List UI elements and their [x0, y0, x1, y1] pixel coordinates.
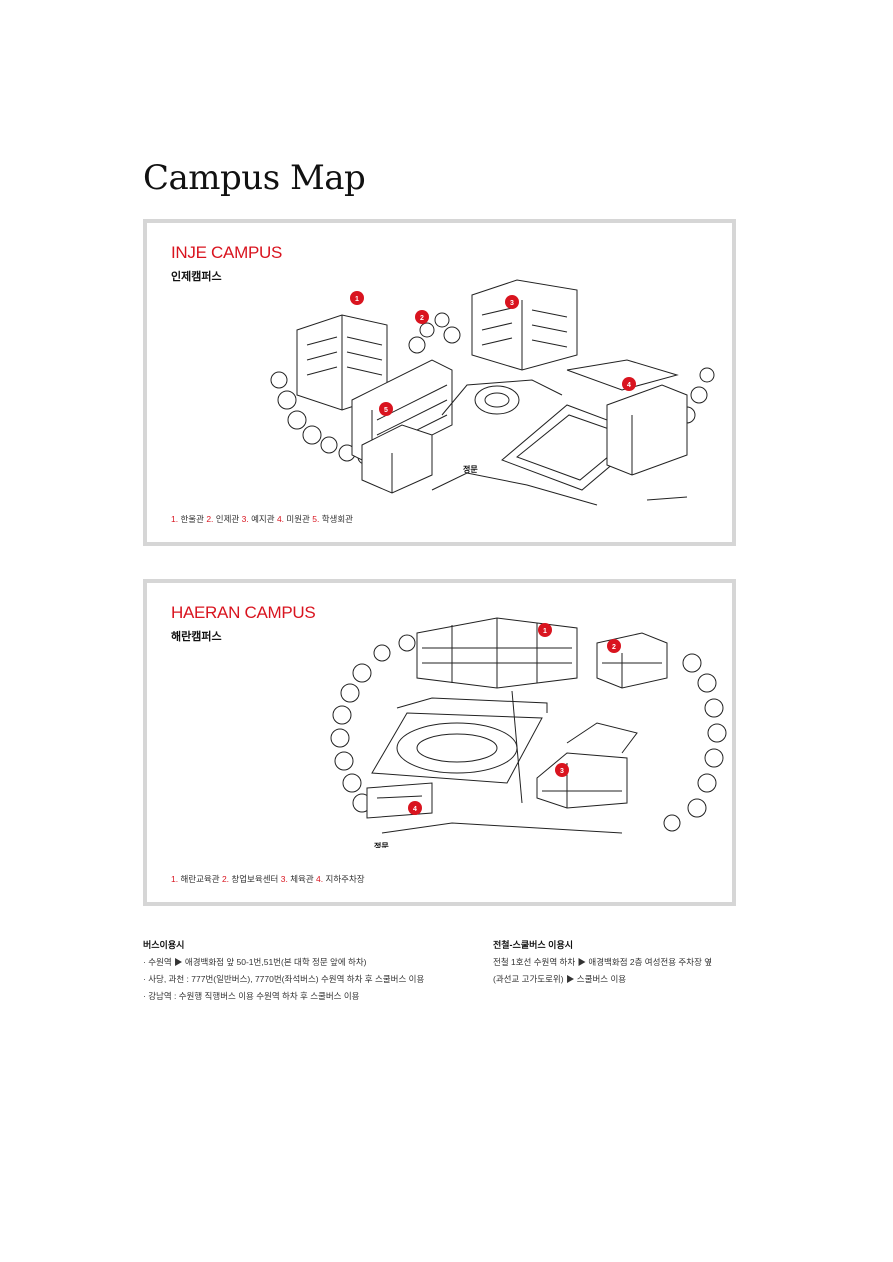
svg-text:4: 4	[627, 382, 631, 389]
inje-campus-card: INJE CAMPUS 인제캠퍼스	[143, 219, 736, 546]
inje-marker-5: 5	[379, 402, 393, 416]
haeran-gate-label: 정문	[374, 841, 389, 848]
haeran-campus-subtitle: 해란캠퍼스	[171, 631, 222, 643]
haeran-campus-title: HAERAN CAMPUS	[171, 603, 316, 622]
svg-text:1: 1	[543, 628, 547, 635]
haeran-marker-2: 2	[607, 639, 621, 653]
inje-gate-label: 정문	[463, 464, 478, 474]
page-title: Campus Map	[143, 158, 366, 198]
bus-line: · 사당, 과천 : 777번(일반버스), 7770번(좌석버스) 수원역 하…	[143, 974, 425, 984]
subway-heading: 전철-스쿨버스 이용시	[493, 940, 574, 950]
bus-line: · 강남역 : 수원행 직행버스 이용 수원역 하차 후 스쿨버스 이용	[143, 991, 360, 1001]
inje-road	[431, 472, 598, 506]
inje-marker-2: 3	[505, 295, 519, 309]
haeran-building-1	[416, 617, 578, 689]
subway-info: 전철-스쿨버스 이용시 전철 1호선 수원역 하차 ▶ 애경백화점 2층 여성전…	[493, 937, 712, 988]
haeran-marker-3: 3	[555, 763, 569, 777]
haeran-campus-card: HAERAN CAMPUS 해란캠퍼스	[143, 579, 736, 906]
inje-marker-3: 1	[350, 291, 364, 305]
svg-text:5: 5	[384, 407, 388, 414]
subway-line: 전철 1호선 수원역 하차 ▶ 애경백화점 2층 여성전용 주차장 옆	[493, 957, 713, 967]
inje-building-3	[296, 314, 388, 411]
inje-building-2	[471, 279, 578, 371]
svg-text:2: 2	[612, 644, 616, 651]
svg-text:3: 3	[560, 768, 564, 775]
bus-info: 버스이용시 · 수원역 ▶ 애경백화점 앞 50-1번,51번(본 대학 정문 …	[143, 937, 424, 1005]
haeran-trees	[330, 634, 727, 832]
haeran-building-2	[596, 632, 668, 689]
inje-marker-4: 4	[622, 377, 636, 391]
inje-campus-title: INJE CAMPUS	[171, 243, 282, 262]
haeran-marker-1: 1	[538, 623, 552, 637]
inje-marker-1: 2	[415, 310, 429, 324]
haeran-campus-map: 1 2 3 4 정문	[330, 617, 727, 848]
inje-plaza	[441, 379, 563, 416]
svg-text:1: 1	[355, 296, 359, 303]
haeran-legend: 1. 해란교육관 2. 창업보육센터 3. 체육관 4. 지하주차장	[171, 874, 365, 884]
svg-text:4: 4	[413, 806, 417, 813]
haeran-marker-4: 4	[408, 801, 422, 815]
inje-building-4	[566, 359, 688, 476]
haeran-stadium	[371, 697, 548, 784]
subway-line: (과선교 고가도로위) ▶ 스쿨버스 이용	[493, 974, 627, 984]
bus-heading: 버스이용시	[143, 940, 185, 950]
haeran-road	[381, 822, 623, 834]
bus-line: · 수원역 ▶ 애경백화점 앞 50-1번,51번(본 대학 정문 앞에 하차)	[143, 957, 367, 967]
haeran-building-3	[536, 722, 638, 809]
inje-building-5	[361, 424, 433, 494]
svg-text:2: 2	[420, 315, 424, 322]
inje-campus-subtitle: 인제캠퍼스	[171, 271, 222, 283]
inje-campus-map: 1 2 3 4 5 정문	[270, 279, 715, 506]
haeran-building-4	[366, 782, 433, 819]
inje-trees	[270, 312, 715, 465]
svg-text:3: 3	[510, 300, 514, 307]
inje-legend: 1. 한울관 2. 인제관 3. 예지관 4. 미원관 5. 학생회관	[171, 514, 353, 524]
